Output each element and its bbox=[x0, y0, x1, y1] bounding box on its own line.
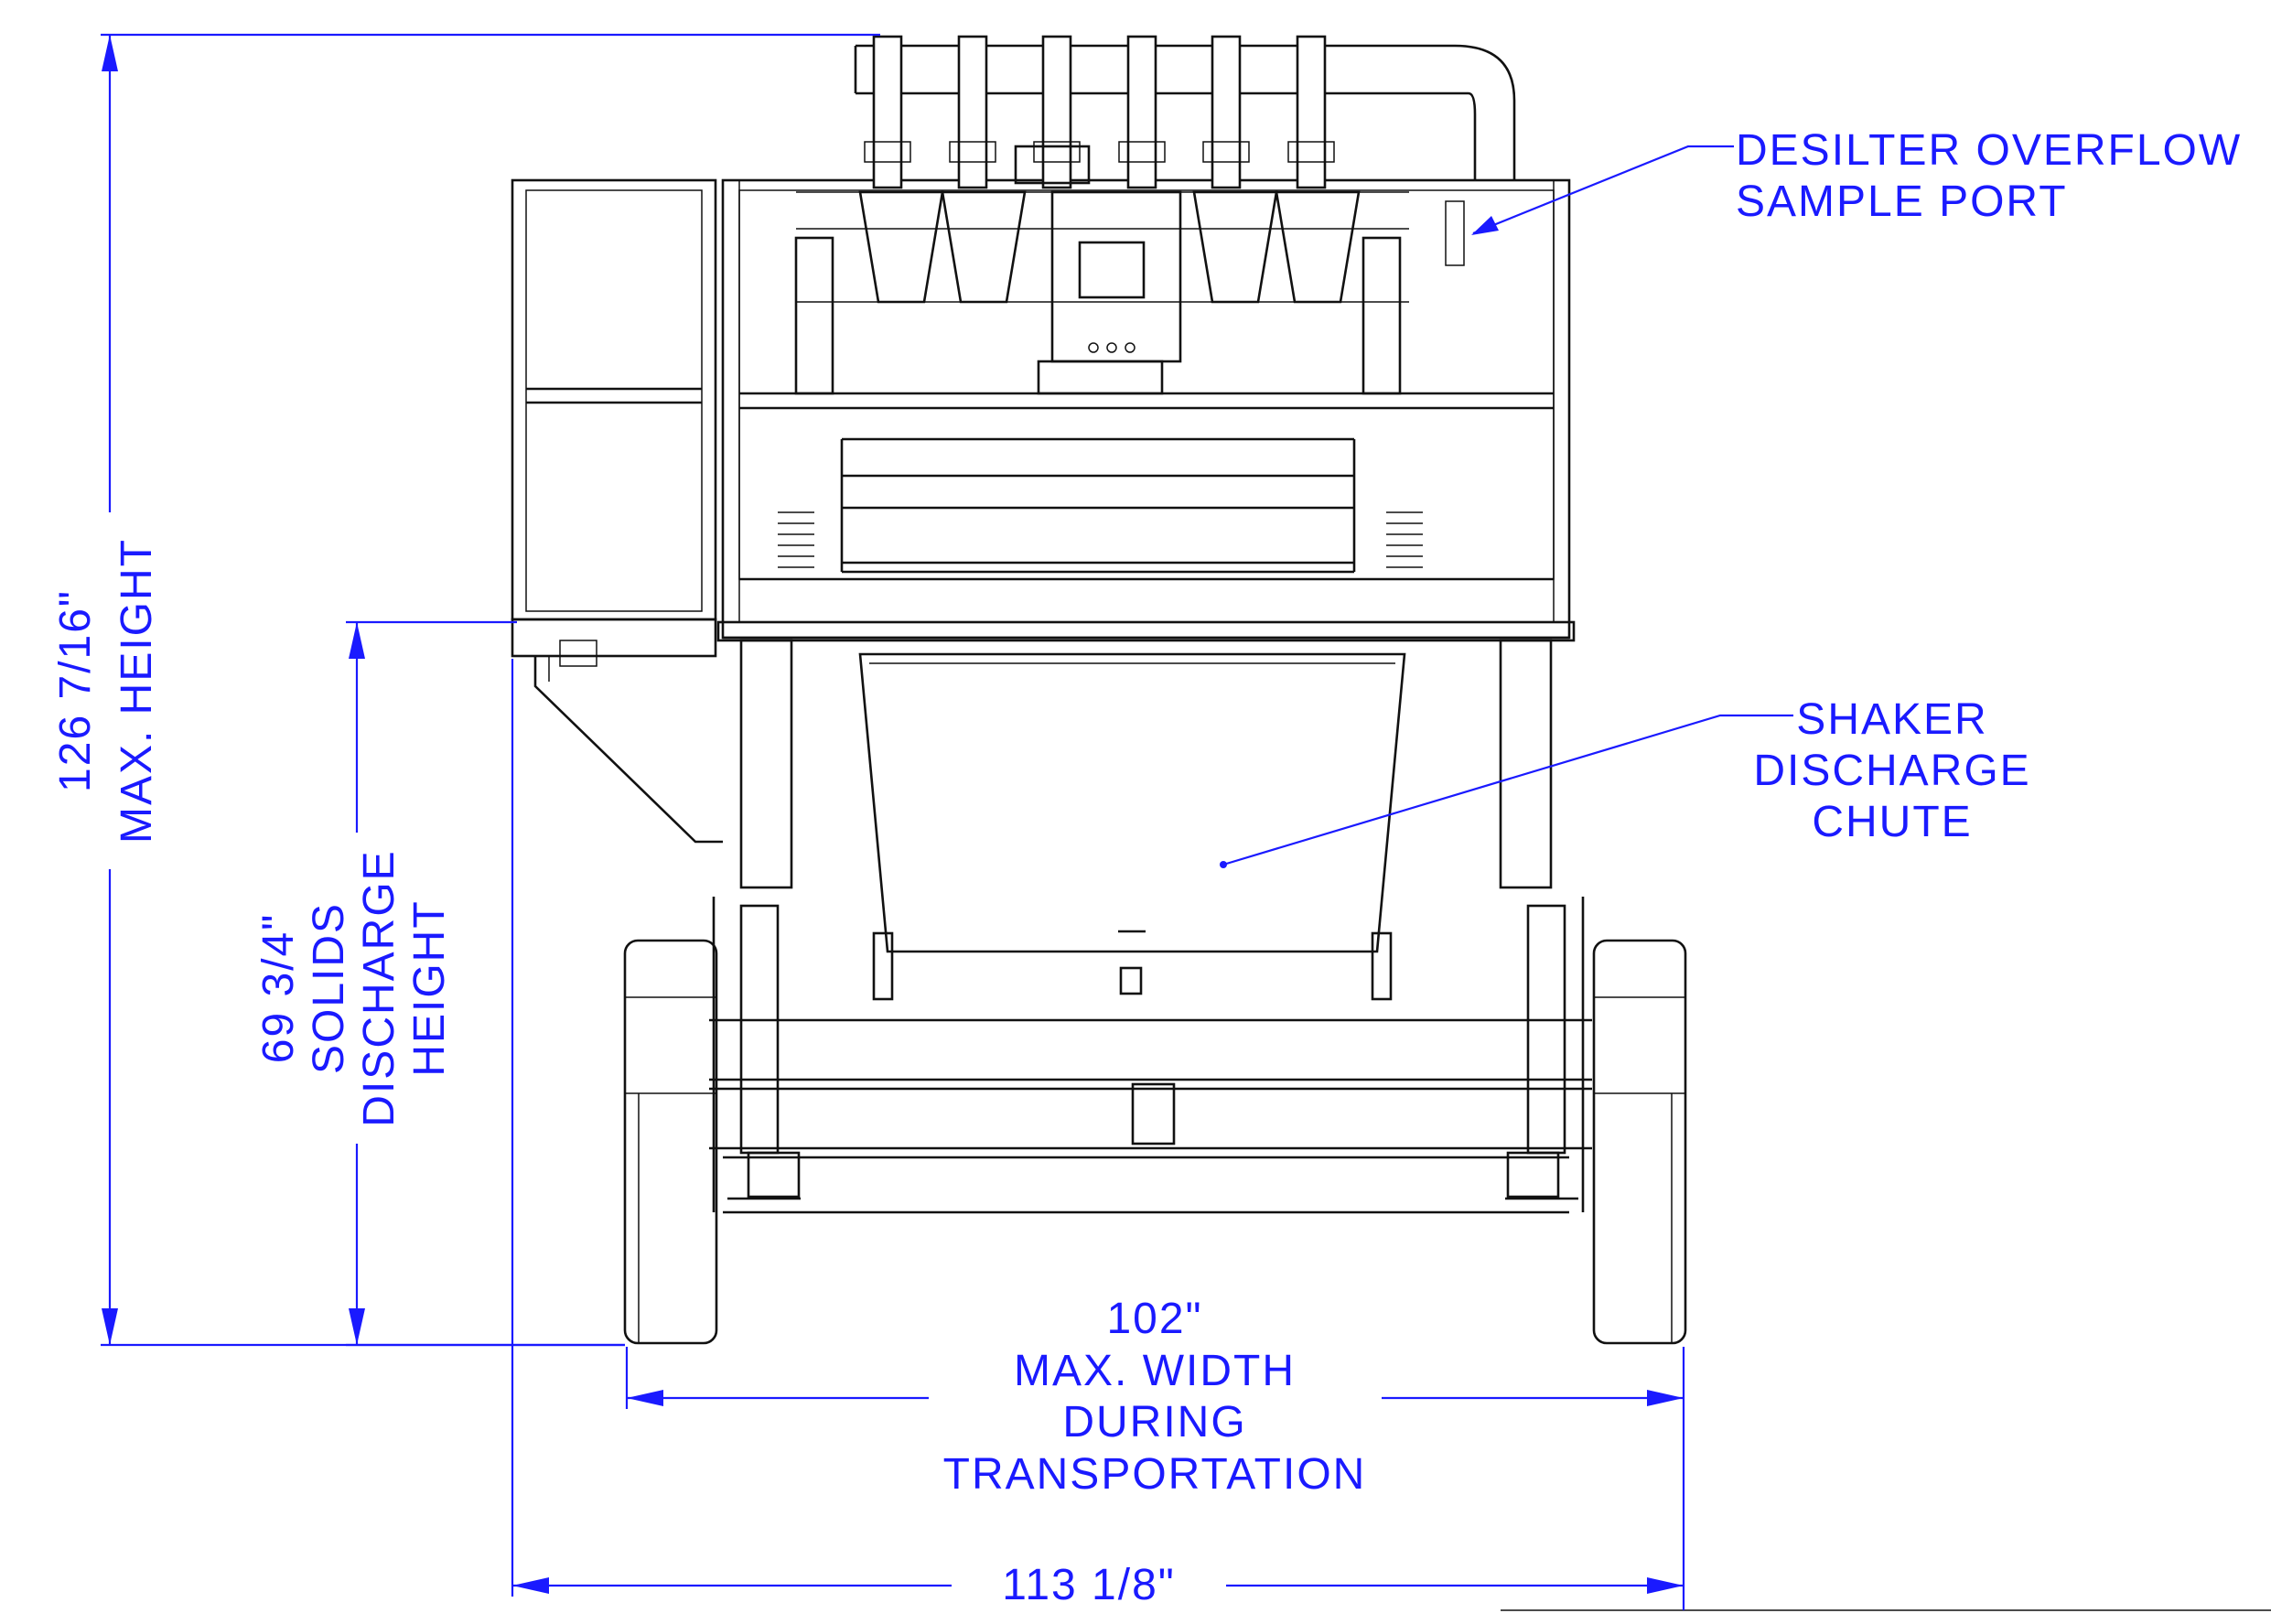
solids-discharge-label-1: SOLIDS bbox=[305, 902, 353, 1074]
shaker-label-line-3: CHUTE bbox=[1812, 798, 1972, 846]
left-wheel bbox=[623, 939, 718, 1345]
left-side-panel bbox=[511, 178, 723, 844]
main-frame bbox=[716, 178, 1576, 642]
transport-width-label-1: MAX. WIDTH bbox=[1014, 1347, 1296, 1395]
leader-line bbox=[1472, 145, 1734, 235]
arrowhead-up bbox=[349, 622, 365, 659]
arrowhead-down bbox=[102, 1308, 118, 1345]
desilter-label-line-1: DESILTER OVERFLOW bbox=[1736, 126, 2242, 175]
arrowhead-right bbox=[1647, 1577, 1684, 1594]
transport-width-label-2: DURING bbox=[1062, 1398, 1246, 1447]
cyclone-manifold bbox=[794, 35, 1516, 395]
arrowhead-down bbox=[349, 1308, 365, 1345]
shaker-label-line-1: SHAKER bbox=[1796, 695, 1987, 744]
shaker-label-line-2: DISCHARGE bbox=[1753, 747, 2030, 795]
solids-discharge-label-2: DISCHARGE bbox=[355, 849, 404, 1126]
solids-discharge-value: 69 3/4" bbox=[254, 913, 303, 1064]
leader-line bbox=[1222, 714, 1793, 866]
dimension-transport-width: 102" MAX. WIDTH DURING TRANSPORTATION bbox=[625, 1295, 1685, 1610]
solids-discharge-label-3: HEIGHT bbox=[405, 899, 454, 1076]
max-height-value: 126 7/16" bbox=[51, 589, 100, 792]
dimension-max-height: 126 7/16" MAX. HEIGHT bbox=[51, 33, 880, 1347]
shaker-deck bbox=[778, 437, 1423, 574]
center-pump bbox=[1014, 145, 1182, 395]
arrowhead-left bbox=[512, 1577, 549, 1594]
overall-width-value: 113 1/8" bbox=[1002, 1561, 1176, 1609]
leader-arrowhead bbox=[1471, 216, 1499, 235]
leader-dot bbox=[1220, 861, 1227, 868]
dimension-overall-width: 113 1/8" bbox=[511, 659, 1684, 1609]
arrowhead-left bbox=[627, 1390, 663, 1406]
discharge-chute bbox=[858, 652, 1406, 1001]
transport-width-label-3: TRANSPORTATION bbox=[943, 1450, 1367, 1499]
callout-desilter-overflow: DESILTER OVERFLOW SAMPLE PORT bbox=[1471, 126, 2242, 235]
desilter-label-line-2: SAMPLE PORT bbox=[1736, 177, 2068, 226]
callout-shaker-discharge-chute: SHAKER DISCHARGE CHUTE bbox=[1220, 695, 2030, 868]
transport-width-value: 102" bbox=[1106, 1295, 1202, 1343]
machine-linework bbox=[511, 35, 2271, 1611]
dimension-solids-discharge-height: 69 3/4" SOLIDS DISCHARGE HEIGHT bbox=[254, 620, 625, 1347]
cyclone-nozzles bbox=[864, 35, 1335, 189]
right-wheel bbox=[1592, 939, 1687, 1345]
max-height-label: MAX. HEIGHT bbox=[113, 538, 161, 844]
axle-structure bbox=[709, 897, 1592, 1214]
arrowhead-right bbox=[1647, 1390, 1684, 1406]
arrowhead-up bbox=[102, 35, 118, 71]
cyclone-cones bbox=[796, 190, 1409, 304]
frame-legs bbox=[727, 639, 1578, 1200]
